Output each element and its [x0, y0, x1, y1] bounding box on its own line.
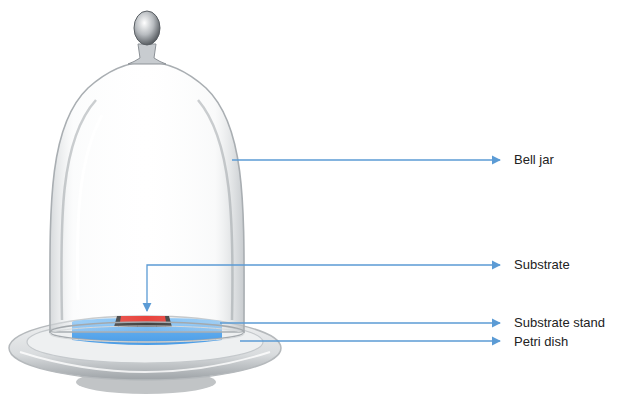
part-label: Substrate stand [514, 315, 605, 331]
glass-shade [198, 100, 233, 320]
jar-opening-inner [50, 326, 244, 342]
leader-line [232, 159, 500, 160]
jar-knob [134, 11, 160, 45]
dish-highlight [20, 352, 270, 372]
part-label: Petri dish [514, 334, 568, 350]
jar-neck [128, 44, 166, 64]
leader-line [147, 265, 500, 311]
glass-highlight [77, 115, 102, 300]
jar-opening [50, 322, 244, 342]
part-label: Substrate [514, 257, 570, 273]
leader-line [240, 340, 500, 341]
part-label: Bell jar [514, 152, 554, 168]
leader-line [220, 322, 500, 323]
